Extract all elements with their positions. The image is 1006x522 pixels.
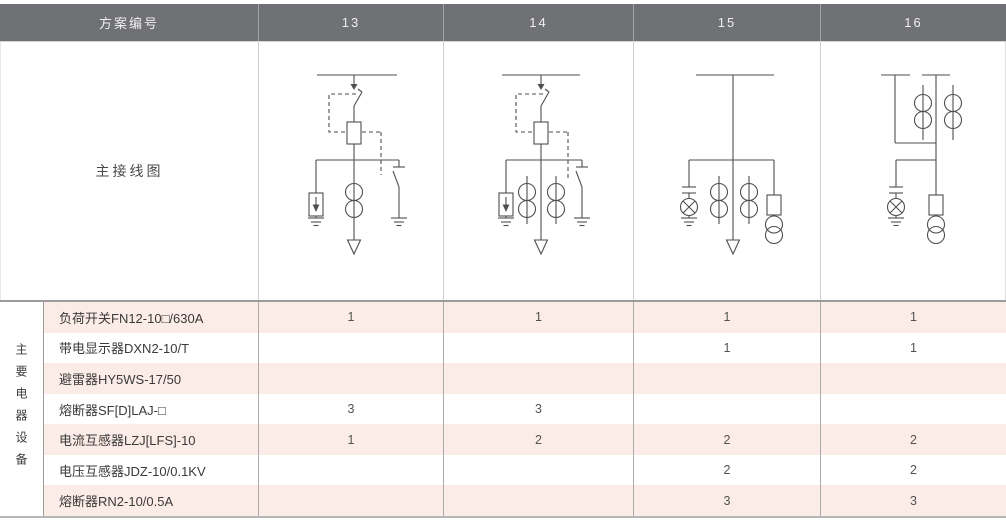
table-row: 熔断器SF[D]LAJ-□ 3 3 xyxy=(0,393,1006,425)
header-scheme-13: 13 xyxy=(258,4,443,41)
equipment-qty: 3 xyxy=(633,485,820,517)
header-scheme-15: 15 xyxy=(633,4,820,41)
surge-arrester xyxy=(498,160,514,218)
schematic-scheme-16 xyxy=(881,74,963,245)
equipment-qty xyxy=(443,454,633,486)
ground-symbol xyxy=(888,217,904,227)
current-transformers-left xyxy=(709,176,729,224)
surge-arrester xyxy=(308,160,324,218)
equipment-qty xyxy=(633,393,820,425)
equipment-qty: 2 xyxy=(443,424,633,455)
current-transformers-right xyxy=(739,176,759,224)
voltage-indicator xyxy=(886,160,906,218)
equipment-name: 熔断器SF[D]LAJ-□ xyxy=(43,393,258,425)
equipment-name: 带电显示器DXN2-10/T xyxy=(43,332,258,364)
equipment-qty: 2 xyxy=(633,454,820,486)
earthing-switch xyxy=(391,160,407,227)
equipment-qty: 2 xyxy=(820,424,1006,455)
fuse xyxy=(346,121,362,145)
equipment-name: 电流互感器LZJ[LFS]-10 xyxy=(43,424,258,455)
equipment-qty xyxy=(258,332,443,364)
current-transformers-left xyxy=(517,176,537,224)
equipment-qty: 1 xyxy=(633,332,820,364)
header-scheme-14: 14 xyxy=(443,4,633,41)
equipment-qty: 1 xyxy=(443,302,633,333)
load-break-switch xyxy=(540,88,550,107)
equipment-name: 负荷开关FN12-10□/630A xyxy=(43,302,258,333)
voltage-transformer xyxy=(764,215,784,245)
incoming-contact-arrow xyxy=(350,75,358,90)
cable-outlet-arrow xyxy=(725,239,741,256)
equipment-qty: 1 xyxy=(820,302,1006,333)
ground-symbol xyxy=(498,217,514,227)
equipment-qty: 1 xyxy=(258,302,443,333)
fuse xyxy=(766,160,782,217)
ground-symbol xyxy=(308,217,324,227)
current-transformers-left xyxy=(913,85,933,140)
main-wiring-diagram-row: 主接线图 xyxy=(0,41,1006,302)
equipment-name: 电压互感器JDZ-10/0.1KV xyxy=(43,454,258,486)
schematic-scheme-13 xyxy=(308,74,407,256)
current-transformers xyxy=(344,182,364,219)
schematic-scheme-15 xyxy=(679,74,784,256)
table-header-row: 方案编号 13 14 15 16 xyxy=(0,4,1006,41)
schematic-scheme-14 xyxy=(498,74,590,256)
equipment-table: 负荷开关FN12-10□/630A 1 1 1 1 带电显示器DXN2-10/T… xyxy=(0,302,1006,517)
equipment-qty xyxy=(443,363,633,394)
incoming-line-left xyxy=(894,75,936,144)
header-scheme-16: 16 xyxy=(820,4,1006,41)
table-row: 电流互感器LZJ[LFS]-10 1 2 2 2 xyxy=(0,424,1006,455)
table-row: 电压互感器JDZ-10/0.1KV 2 2 xyxy=(0,454,1006,486)
equipment-qty: 1 xyxy=(633,302,820,333)
equipment-qty: 3 xyxy=(443,393,633,425)
equipment-qty: 3 xyxy=(258,393,443,425)
equipment-qty xyxy=(443,485,633,517)
header-scheme-number-label: 方案编号 xyxy=(98,16,159,31)
equipment-qty xyxy=(820,393,1006,425)
table-row: 熔断器RN2-10/0.5A 3 3 xyxy=(0,485,1006,517)
equipment-qty: 3 xyxy=(820,485,1006,517)
equipment-qty xyxy=(820,363,1006,394)
cable-outlet-arrow xyxy=(533,239,549,256)
cable-outlet-arrow xyxy=(346,239,362,256)
table-row: 带电显示器DXN2-10/T 1 1 xyxy=(0,332,1006,364)
equipment-qty xyxy=(258,454,443,486)
load-break-switch xyxy=(353,88,363,107)
equipment-qty: 2 xyxy=(820,454,1006,486)
ground-symbol xyxy=(681,217,697,227)
equipment-qty xyxy=(258,485,443,517)
voltage-transformer xyxy=(926,215,946,245)
equipment-qty xyxy=(258,363,443,394)
equipment-name: 熔断器RN2-10/0.5A xyxy=(43,485,258,517)
table-row: 避雷器HY5WS-17/50 xyxy=(0,363,1006,394)
equipment-qty: 1 xyxy=(258,424,443,455)
fuse xyxy=(928,194,944,217)
equipment-qty: 1 xyxy=(820,332,1006,364)
table-bottom-border xyxy=(0,516,1006,518)
equipment-qty xyxy=(443,332,633,364)
equipment-qty: 2 xyxy=(633,424,820,455)
equipment-group-label: 主要电器设备 xyxy=(14,343,28,475)
current-transformers-right xyxy=(546,176,566,224)
incoming-contact-arrow xyxy=(537,75,545,90)
main-wiring-diagram-label: 主接线图 xyxy=(95,163,164,179)
table-row: 负荷开关FN12-10□/630A 1 1 1 1 xyxy=(0,302,1006,333)
current-transformers-right xyxy=(943,85,963,140)
fuse xyxy=(533,121,549,145)
voltage-indicator xyxy=(679,160,699,218)
earthing-switch xyxy=(574,160,590,227)
equipment-qty xyxy=(633,363,820,394)
equipment-name: 避雷器HY5WS-17/50 xyxy=(43,363,258,394)
